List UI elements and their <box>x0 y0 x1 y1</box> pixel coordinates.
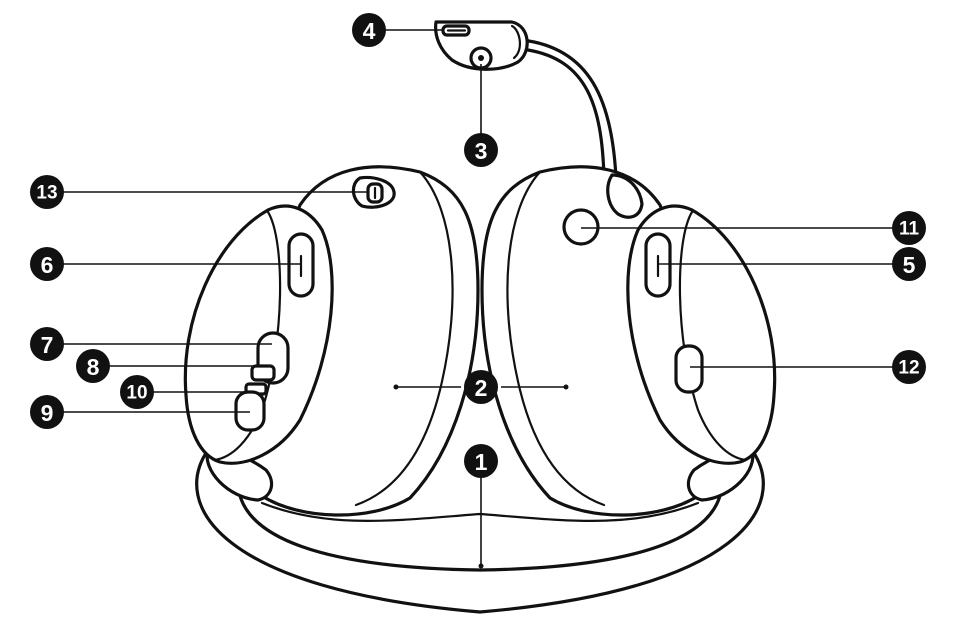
svg-text:9: 9 <box>41 400 54 426</box>
callout-1: 1 <box>464 444 498 478</box>
callout-9: 9 <box>30 395 64 429</box>
svg-text:3: 3 <box>475 138 488 164</box>
callout-4: 4 <box>352 13 386 47</box>
callout-13: 13 <box>30 175 64 209</box>
right-ear-cup <box>480 165 777 517</box>
svg-text:10: 10 <box>126 383 147 404</box>
callout-8: 8 <box>76 349 110 383</box>
svg-text:7: 7 <box>41 332 54 358</box>
callout-12: 12 <box>892 350 926 384</box>
callout-6: 6 <box>30 247 64 281</box>
svg-text:2: 2 <box>475 375 488 401</box>
svg-text:12: 12 <box>898 358 919 379</box>
svg-text:13: 13 <box>36 183 57 204</box>
left-led-indicator <box>250 364 276 382</box>
svg-text:4: 4 <box>363 18 376 44</box>
callout-2: 2 <box>464 370 498 404</box>
svg-text:8: 8 <box>87 354 100 380</box>
svg-text:6: 6 <box>41 252 54 278</box>
svg-text:1: 1 <box>475 449 488 475</box>
left-bottom-button[interactable] <box>234 390 266 432</box>
right-jack <box>562 208 600 246</box>
callout-3: 3 <box>464 133 498 167</box>
microphone-boom <box>434 20 618 180</box>
callout-11: 11 <box>892 211 926 245</box>
headband <box>195 448 765 614</box>
leader-lines <box>62 29 893 569</box>
callout-7: 7 <box>30 327 64 361</box>
right-button[interactable] <box>674 344 704 394</box>
microphone-mute-indicator <box>441 24 471 37</box>
left-ear-cup <box>183 165 480 517</box>
callout-5: 5 <box>892 247 926 281</box>
svg-text:11: 11 <box>899 219 920 240</box>
svg-text:5: 5 <box>903 252 916 278</box>
callout-10: 10 <box>120 375 154 409</box>
